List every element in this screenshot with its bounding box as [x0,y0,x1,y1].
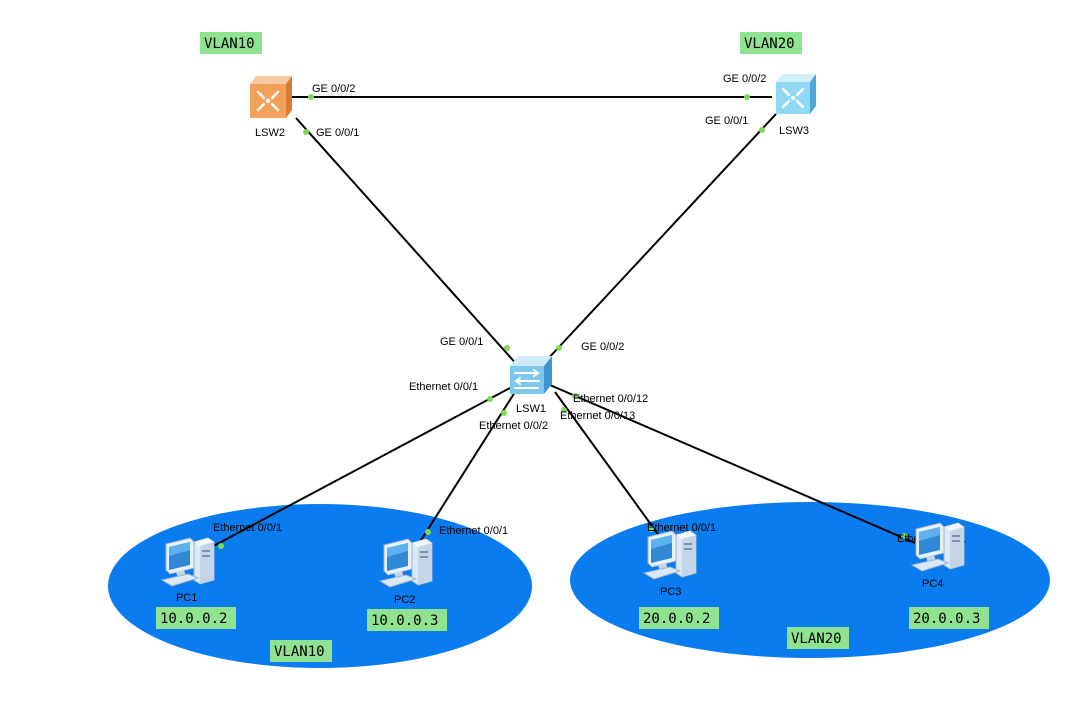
access-switch-icon [510,356,552,394]
port-label-lsw1-eth001: Ethernet 0/0/1 [409,381,478,393]
link-lsw3-lsw1[interactable] [544,113,777,363]
port-dot [425,529,431,535]
port-dot [561,407,567,413]
device-label-lsw2: LSW2 [255,127,285,139]
port-label-lsw1-eth0012: Ethernet 0/0/12 [573,393,648,405]
pc-icon [161,537,215,587]
port-dot [501,410,507,416]
links [205,96,916,551]
port-label-pc3-eth001: Ethernet 0/0/1 [647,522,716,534]
port-label-pc1-eth001: Ethernet 0/0/1 [213,522,282,534]
pc4-device[interactable]: PC4 [911,522,965,590]
link-lsw1-pc2[interactable] [417,391,516,546]
port-label-lsw1-ge001: GE 0/0/1 [440,336,483,348]
tags: VLAN10 VLAN20 10.0.0.2 10.0.0.3 20.0.0.2… [156,32,989,662]
port-dot [572,393,578,399]
port-label-lsw1-eth002: Ethernet 0/0/2 [479,420,548,432]
device-label-lsw1: LSW1 [516,403,546,415]
port-dot [487,396,493,402]
port-dot [218,543,224,549]
pc2-device[interactable]: PC2 [379,538,433,606]
device-label-pc1: PC1 [176,592,197,604]
ip-label-pc1: 10.0.0.2 [160,611,227,627]
port-dot [648,526,654,532]
pc3-device[interactable]: PC3 [643,530,697,598]
ip-label-pc3: 20.0.0.2 [643,611,710,627]
port-dot [744,94,750,100]
link-lsw1-pc3[interactable] [554,391,661,538]
port-label-lsw2-ge002: GE 0/0/2 [312,83,355,95]
port-dot [759,127,765,133]
ip-label-pc4: 20.0.0.3 [913,611,980,627]
port-label-lsw1-ge002: GE 0/0/2 [581,341,624,353]
pc-icon [643,530,697,580]
pc1-device[interactable]: PC1 [161,537,215,604]
pc-icon [911,522,965,572]
lsw2-device[interactable]: LSW2 [250,76,292,139]
port-label-lsw3-ge002: GE 0/0/2 [723,73,766,85]
port-label-lsw3-ge001: GE 0/0/1 [705,115,748,127]
port-dot [308,94,314,100]
device-label-pc3: PC3 [660,586,681,598]
tag-vlan20-top: VLAN20 [744,36,795,52]
device-label-lsw3: LSW3 [779,125,809,137]
port-dot [901,533,907,539]
link-lsw2-lsw1[interactable] [295,117,521,369]
link-lsw1-pc1[interactable] [205,387,511,551]
port-dots [218,94,907,549]
pc-icon [379,538,433,588]
lsw3-device[interactable]: LSW3 [776,74,816,137]
layer3-switch-icon [776,74,816,114]
device-label-pc4: PC4 [922,578,943,590]
port-labels: GE 0/0/2 GE 0/0/1 GE 0/0/2 GE 0/0/1 GE 0… [213,73,966,545]
tag-vlan10-top: VLAN10 [204,36,255,52]
port-dot [504,345,510,351]
ip-label-pc2: 10.0.0.3 [371,613,438,629]
port-label-lsw2-ge001: GE 0/0/1 [316,127,359,139]
vlan10-area-label: VLAN10 [274,644,325,660]
port-dot [556,345,562,351]
vlan20-area-label: VLAN20 [791,631,842,647]
device-label-pc2: PC2 [394,594,415,606]
lsw1-device[interactable]: LSW1 [510,356,552,415]
port-dot [303,129,309,135]
port-label-lsw1-eth0013: Ethernet 0/0/13 [560,410,635,422]
layer3-switch-icon [250,76,292,118]
port-label-pc2-eth001: Ethernet 0/0/1 [439,525,508,537]
link-lsw1-pc4[interactable] [549,384,916,544]
